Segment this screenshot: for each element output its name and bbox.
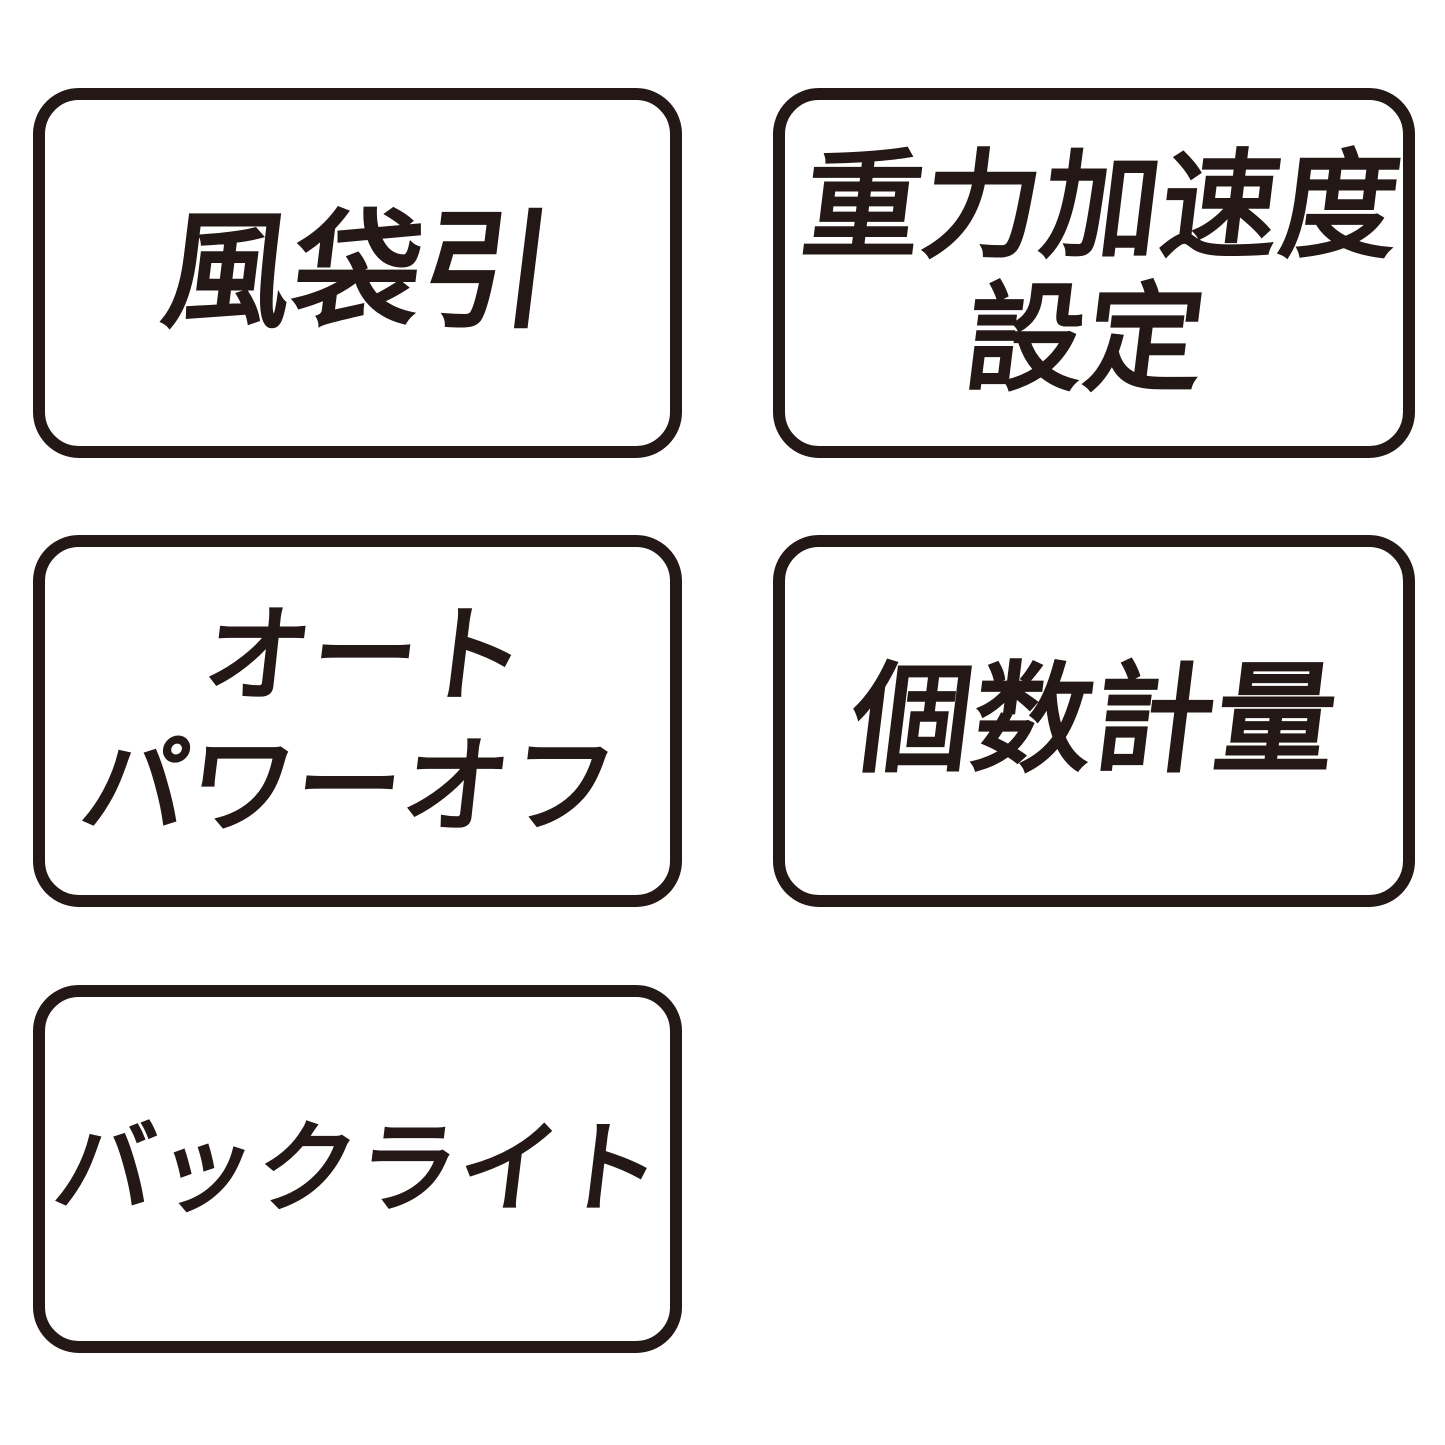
badge-text-line: 設定 — [958, 270, 1214, 408]
badge-text-line: 風袋引 — [154, 197, 561, 347]
badge-text-line: パワーオフ — [74, 725, 625, 848]
feature-badge-gravity-acceleration-setting-label: 重力加速度 設定 — [780, 136, 1409, 408]
feature-badge-piece-counting-label: 個数計量 — [843, 651, 1346, 790]
feature-badge-gravity-acceleration-setting: 重力加速度 設定 — [773, 88, 1415, 458]
feature-badge-auto-power-off-label: オート パワーオフ — [74, 590, 642, 853]
feature-badge-tare: 風袋引 — [33, 88, 682, 458]
feature-badge-backlight-label: バックライト — [47, 1110, 668, 1227]
badge-text-line: バックライト — [47, 1110, 668, 1227]
badge-text-line: 重力加速度 — [795, 136, 1409, 275]
feature-badge-tare-label: 風袋引 — [154, 197, 561, 347]
badge-text-line: 個数計量 — [843, 651, 1346, 790]
feature-badge-piece-counting: 個数計量 — [773, 535, 1415, 907]
badge-text-line: オート — [197, 593, 534, 717]
feature-badge-auto-power-off: オート パワーオフ — [33, 535, 682, 907]
feature-badge-backlight: バックライト — [33, 985, 682, 1353]
